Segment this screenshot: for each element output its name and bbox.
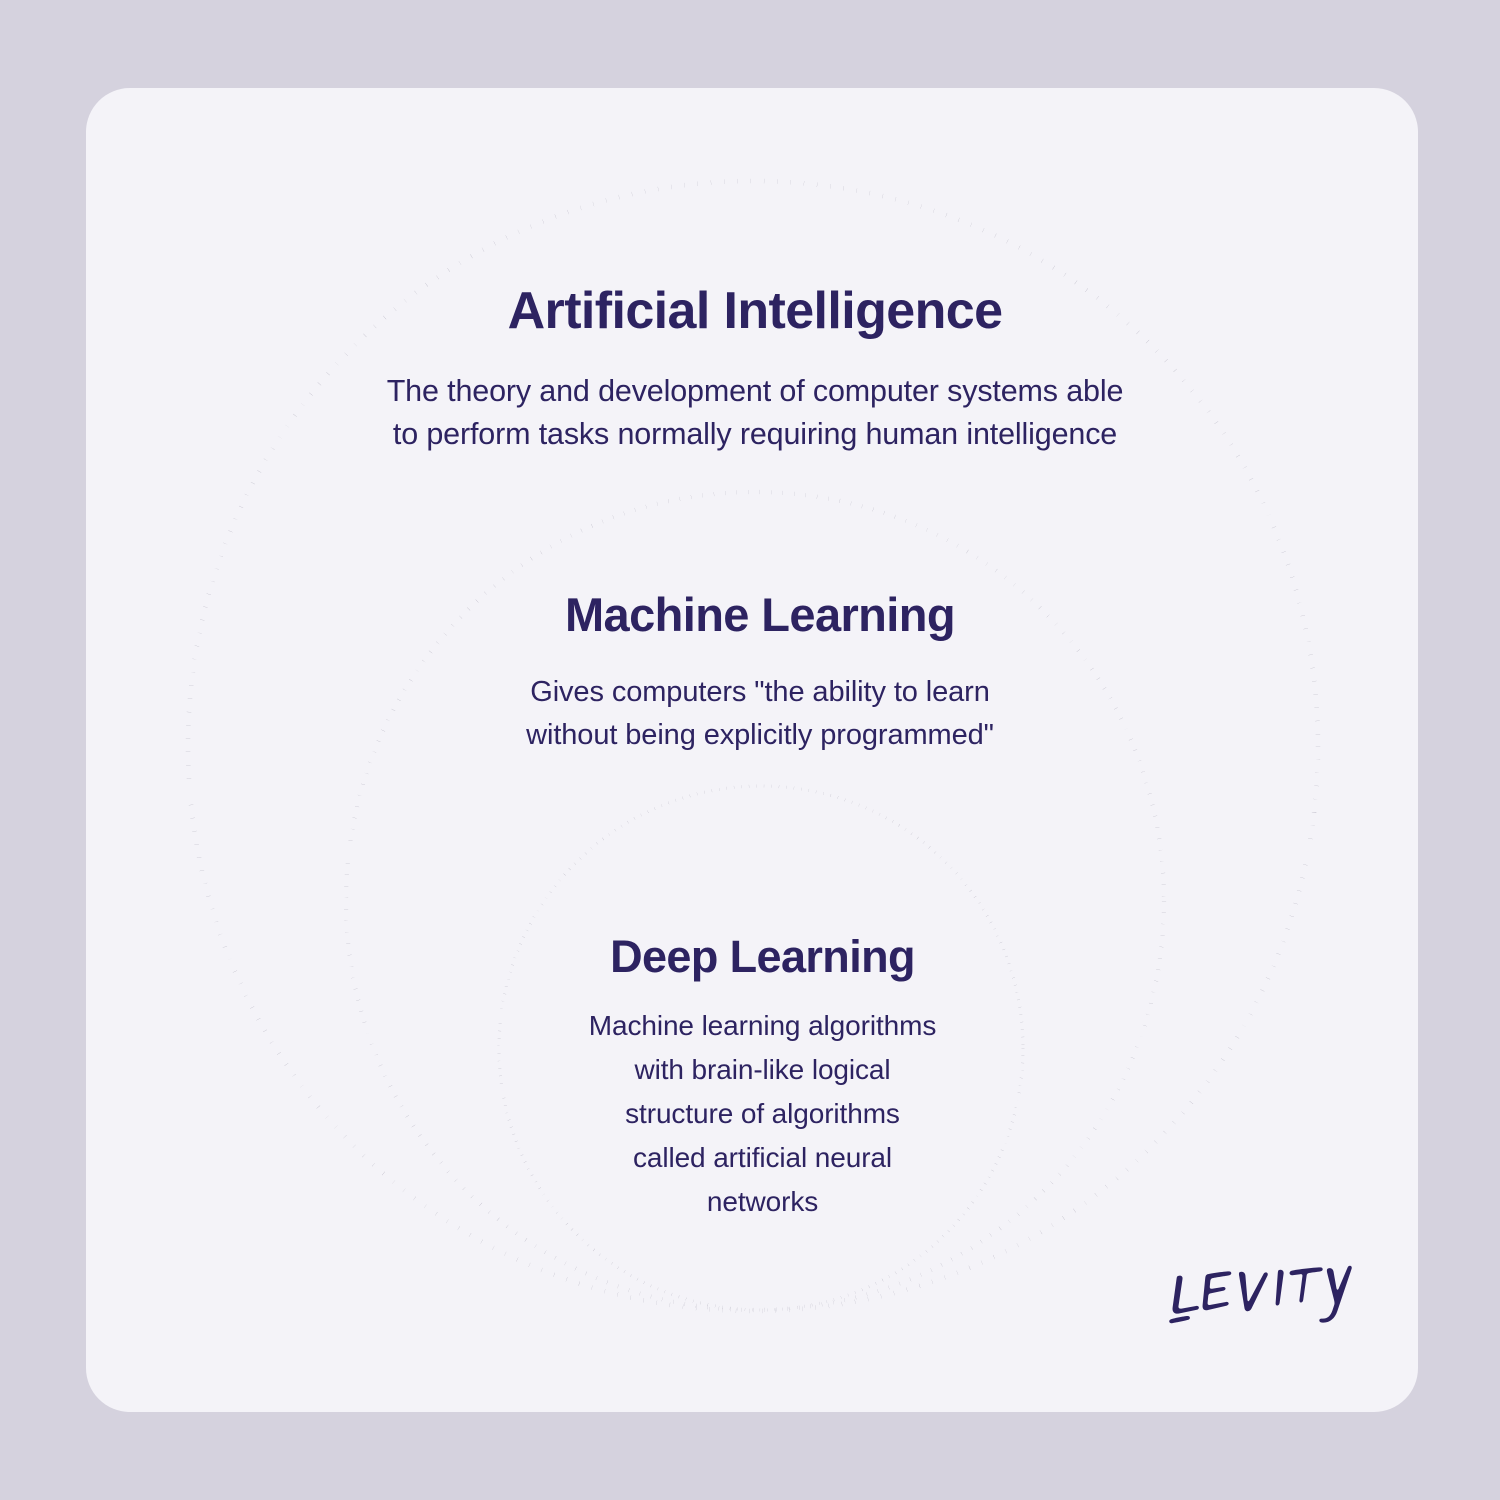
- description-deep-learning-line-4: called artificial neural: [632, 1142, 893, 1174]
- title-deep-learning: Deep Learning: [610, 931, 915, 982]
- description-deep-learning-line-3: structure of algorithms: [625, 1097, 900, 1129]
- layer-machine-learning: Machine Learning Gives computers "the ab…: [420, 589, 1100, 757]
- description-deep-learning-line-5: networks: [706, 1186, 819, 1218]
- title-machine-learning: Machine Learning: [565, 588, 956, 641]
- description-deep-learning-line-1: Machine learning algorithms: [588, 1009, 937, 1041]
- description-machine-learning-line-1: Gives computers "the ability to learn: [530, 675, 990, 708]
- levity-logo: [1162, 1262, 1362, 1342]
- layer-deep-learning: Deep Learning Machine learning algorithm…: [535, 932, 990, 1225]
- description-artificial-intelligence-line-2: to perform tasks normally requiring huma…: [392, 417, 1118, 452]
- title-artificial-intelligence: Artificial Intelligence: [507, 282, 1003, 340]
- description-deep-learning-line-2: with brain-like logical: [634, 1053, 891, 1085]
- layer-artificial-intelligence: Artificial Intelligence The theory and d…: [275, 282, 1235, 457]
- description-artificial-intelligence-line-1: The theory and development of computer s…: [386, 374, 1124, 409]
- levity-logo-mark: [1169, 1265, 1352, 1324]
- description-machine-learning-line-2: without being explicitly programmed": [526, 718, 994, 751]
